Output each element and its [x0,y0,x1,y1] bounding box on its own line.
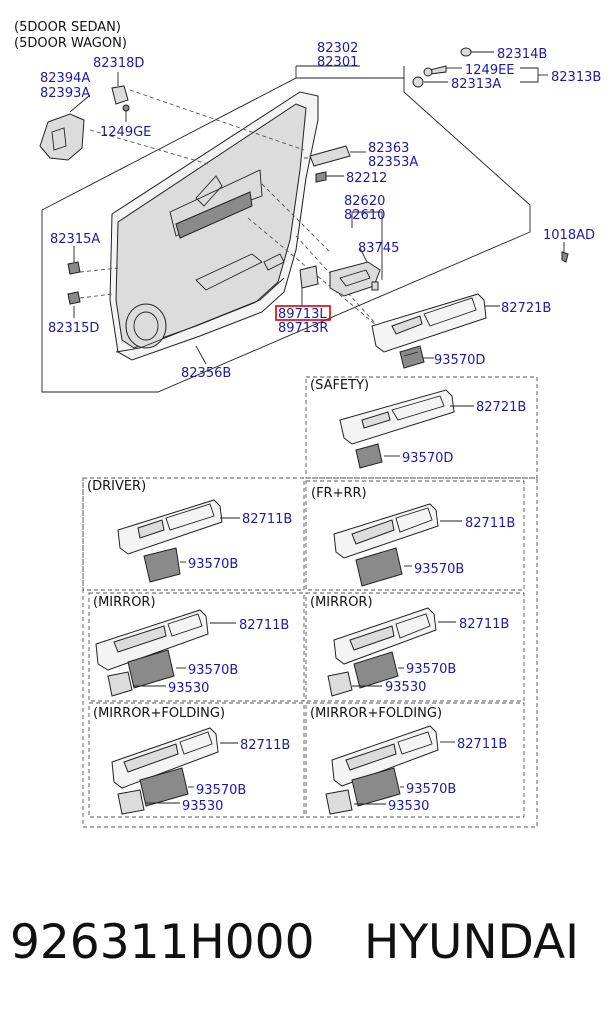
safety-section: (SAFETY) 82721B 93570D [305,376,538,479]
footer-part-number: 926311H000 [10,915,314,970]
switch-93570D [399,345,425,369]
label-82315D: 82315D [48,321,99,336]
label-82302: 82302 [317,41,358,56]
label-frrr-93570B: 93570B [414,562,464,577]
label-mfr-93570B: 93570B [406,782,456,797]
header-mirror-right: (MIRROR) [310,595,373,610]
label-mfl-93570B: 93570B [196,783,246,798]
label-82353A: 82353A [368,155,418,170]
label-safety-82721B: 82721B [476,400,526,415]
label-83745: 83745 [358,241,399,256]
label-82318D: 82318D [93,56,144,71]
label-82301: 82301 [317,55,358,70]
label-frrr-82711B: 82711B [465,516,515,531]
driver-section: (DRIVER) 82711B 93570B [82,477,305,591]
header-safety: (SAFETY) [310,378,369,393]
fr-rr-section: (FR+RR) 82711B 93570B [305,480,525,591]
label-82363: 82363 [368,141,409,156]
label-1249EE: 1249EE [465,63,515,78]
highlight-box-89713L [275,305,331,321]
header-mirror-folding-left: (MIRROR+FOLDING) [93,706,225,721]
label-mfl-93530: 93530 [182,799,223,814]
label-1018AD: 1018AD [543,228,595,243]
variant-grid-frame [82,477,538,828]
label-82721B: 82721B [501,301,551,316]
header-sedan: (5DOOR SEDAN) [14,20,121,35]
label-89713R: 89713R [278,321,328,336]
label-mirr-82711B: 82711B [459,617,509,632]
label-mirr-93530: 93530 [385,680,426,695]
label-82314B: 82314B [497,47,547,62]
label-82313A: 82313A [451,77,501,92]
label-93570D: 93570D [434,353,485,368]
label-mfl-82711B: 82711B [240,738,290,753]
mirror-folding-left-section: (MIRROR+FOLDING) 82711B 93570B 93530 [88,702,305,818]
label-82393A: 82393A [40,86,90,101]
header-wagon: (5DOOR WAGON) [14,36,127,51]
header-mirror-left: (MIRROR) [93,595,156,610]
label-safety-93570D: 93570D [402,451,453,466]
header-mirror-folding-right: (MIRROR+FOLDING) [310,706,442,721]
label-driver-93570B: 93570B [188,557,238,572]
label-1249GE: 1249GE [100,125,151,140]
label-89713L: 89713L [278,307,327,322]
label-82356B: 82356B [181,366,231,381]
mirror-left-section: (MIRROR) 82711B 93570B 93530 [88,592,305,702]
label-mirr-93570B: 93570B [406,662,456,677]
door-panel-outline [41,77,531,393]
label-mirl-93530: 93530 [168,681,209,696]
label-82394A: 82394A [40,71,90,86]
mirror-right-section: (MIRROR) 82711B 93570B 93530 [305,592,525,702]
switch-panel-82721B [371,293,487,353]
header-fr-rr: (FR+RR) [311,486,367,501]
label-mirl-82711B: 82711B [239,618,289,633]
door-trim-panel [109,91,319,361]
weather-strip [115,277,285,353]
header-driver: (DRIVER) [87,479,146,494]
label-82313B: 82313B [551,70,601,85]
label-mfr-82711B: 82711B [457,737,507,752]
label-mirl-93570B: 93570B [188,663,238,678]
label-82620: 82620 [344,194,385,209]
label-mfr-93530: 93530 [388,799,429,814]
footer-brand: HYUNDAI [364,915,579,970]
label-82212: 82212 [346,171,387,186]
hardware-parts [39,47,569,305]
label-driver-82711B: 82711B [242,512,292,527]
mirror-folding-right-section: (MIRROR+FOLDING) 82711B 93570B 93530 [305,702,525,818]
label-82315A: 82315A [50,232,100,247]
label-82610: 82610 [344,208,385,223]
